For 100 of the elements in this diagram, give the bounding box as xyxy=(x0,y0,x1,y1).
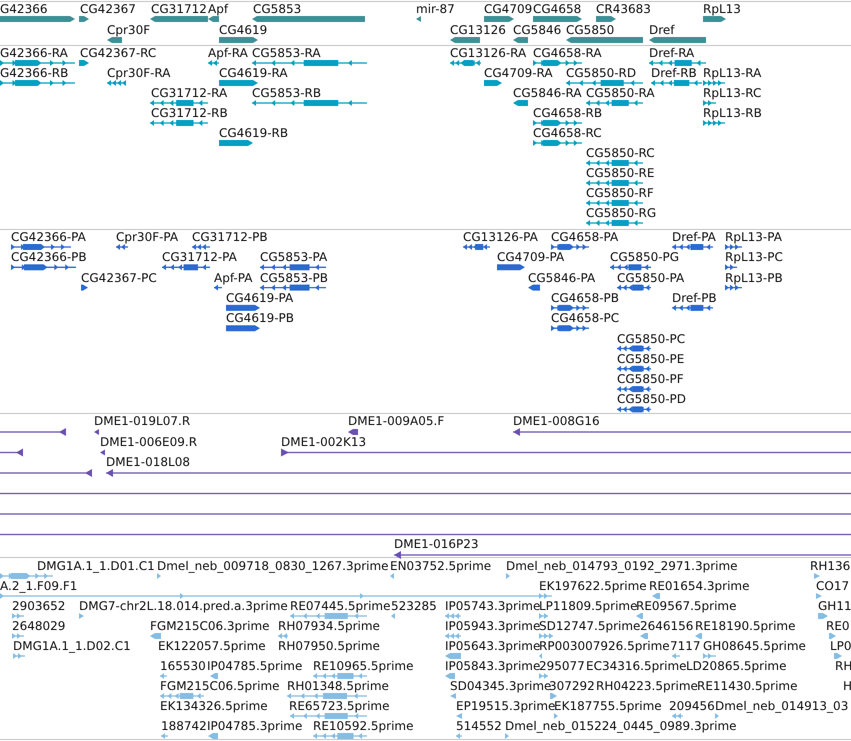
feature-label: EC34316.5prime xyxy=(586,659,687,673)
feature-label: CG42366-PA xyxy=(11,230,86,244)
feature-label: RpL13 xyxy=(703,2,741,16)
feature-label: Dmel_neb_015224_0445_0989.3prime xyxy=(505,719,737,733)
feature-label: EK187755.5prime xyxy=(554,699,662,713)
feature-label: CG5850-PF xyxy=(617,372,684,386)
feature-label: CG5850-RA xyxy=(586,86,655,100)
feature-label: CG42367 xyxy=(80,2,136,16)
feature-label: RpL13-RB xyxy=(703,106,762,120)
feature-label: CG4658-PA xyxy=(551,230,618,244)
feature-label: EK197622.5prime xyxy=(539,579,647,593)
feature-label: CG5850-PE xyxy=(617,352,684,366)
feature-label: G42366 xyxy=(0,2,48,16)
feature-label: Cpr30F-PA xyxy=(116,230,178,244)
feature-label: RE11430.5prime xyxy=(697,679,798,693)
feature-label: Apf-RA xyxy=(208,46,248,60)
feature-label: EK134326.5prime xyxy=(160,699,268,713)
feature-label: LD20865.5prime xyxy=(686,659,787,673)
feature-label: RH136 xyxy=(810,559,850,573)
feature-label: CG31712-PB xyxy=(192,230,268,244)
feature-label: CG31712 xyxy=(151,2,207,16)
feature-label: IP05743.3prime xyxy=(445,599,540,613)
feature-label: DME1-006E09.R xyxy=(100,434,198,448)
feature-label: RpL13-RA xyxy=(703,66,762,80)
feature-label: RE10592.5prime xyxy=(313,719,414,733)
feature-label: Dref-PB xyxy=(672,290,717,305)
feature-label: FGM215C06.3prime xyxy=(150,619,270,633)
feature-label: CO17 xyxy=(816,579,850,593)
feature-label: RE0 xyxy=(826,619,850,633)
feature-label: RH07934.5prime xyxy=(278,619,380,633)
feature-label: CG31712-PA xyxy=(162,250,237,264)
feature-label: CG4619-RB xyxy=(219,126,288,140)
feature-label: IP04785.5prime xyxy=(207,659,302,673)
feature-label: GH08645.5prime xyxy=(703,639,806,653)
feature-label: CG5853-PB xyxy=(260,270,328,285)
feature-label: LP11809.5prime xyxy=(539,599,638,613)
feature-label: CG4658-RC xyxy=(533,126,602,140)
feature-label: Cpr30F xyxy=(107,23,150,37)
feature-label: IP05843.3prime xyxy=(445,659,540,673)
feature-label: IP05943.3prime xyxy=(445,619,540,633)
feature-label: Dref-PA xyxy=(672,230,716,244)
feature-label: CR43683 xyxy=(596,2,651,16)
feature-label: IP05643.3prime xyxy=(445,639,540,653)
feature-label: 188742 xyxy=(161,719,207,733)
feature-label: RP003007926.5prime xyxy=(539,639,670,653)
feature-label: RH04223.5prime xyxy=(596,679,698,693)
feature-label: CG5850 xyxy=(566,23,614,37)
feature-label: DME1-019L07.R xyxy=(94,414,190,428)
feature-label: DME1-016P23 xyxy=(394,537,479,551)
feature-label: SD04345.3prime xyxy=(450,679,552,693)
feature-label: CG5850-RD xyxy=(566,66,636,80)
feature-label: Apf-PA xyxy=(214,270,252,285)
feature-label: RH01348.5prime xyxy=(287,679,389,693)
feature-label: Dmel_neb_014913_03 xyxy=(715,699,848,713)
feature-label: DME1-009A05.F xyxy=(348,414,444,428)
feature-label: DME1-008G16 xyxy=(513,414,600,428)
feature-label: RE65723.5prime xyxy=(289,699,390,713)
feature-label: LP0 xyxy=(830,639,851,653)
feature-label: Dref xyxy=(649,23,675,37)
feature-label: RE01654.3prime xyxy=(649,579,750,593)
feature-label: 2903652 xyxy=(12,599,66,613)
feature-label: EK122057.5prime xyxy=(158,639,266,653)
feature-label: CG13126 xyxy=(450,23,506,37)
feature-label: CG5853-PA xyxy=(260,250,328,264)
feature-label: DME1-002K13 xyxy=(281,434,366,448)
feature-label: CG4658-RA xyxy=(533,46,602,60)
feature-label: A.2_1.F09.F1 xyxy=(0,579,78,593)
feature-label: 2648029 xyxy=(12,619,66,633)
feature-label: Dmel_neb_009718_0830_1267.3prime xyxy=(157,559,389,573)
feature-label: 209456 xyxy=(669,699,715,713)
feature-label: Cpr30F-RA xyxy=(107,66,170,80)
feature-label: EP19515.3prime xyxy=(456,699,556,713)
feature-label: CG5853-RB xyxy=(252,86,322,100)
feature-label: CG42366-PB xyxy=(11,250,87,264)
feature-label: G42366-RA xyxy=(0,46,68,60)
feature-label: Dref-RA xyxy=(649,46,694,60)
feature-label: 2646156 xyxy=(640,619,694,633)
feature-label: CG5846 xyxy=(513,23,562,37)
feature-label: 165530 xyxy=(160,659,206,673)
feature-label: RpL13-PB xyxy=(725,270,783,285)
feature-label: CG4619-RA xyxy=(219,66,288,80)
feature-label: CG4619-PB xyxy=(226,311,294,326)
feature-label: CG4709-RA xyxy=(484,66,553,80)
feature-label: RE07445.5prime xyxy=(290,599,390,613)
feature-label: H xyxy=(843,679,851,693)
feature-label: GH11 xyxy=(818,599,851,613)
feature-label: 307292 xyxy=(549,679,595,693)
feature-label: CG4658-RB xyxy=(533,106,602,120)
feature-label: DMG1A.1_1.D02.C1 xyxy=(13,639,131,653)
feature-label: RpL13-PC xyxy=(725,250,783,264)
feature-label: DME1-018L08 xyxy=(106,455,190,469)
feature-label: CG5850-PG xyxy=(610,250,680,264)
feature-label: IP04785.3prime xyxy=(207,719,302,733)
feature-label: CG42367-PC xyxy=(81,270,157,285)
feature-label: CG13126-PA xyxy=(463,230,538,244)
feature-label: DMG7-chr2L.18.014.pred.a.3prime xyxy=(79,599,288,613)
feature-label: RpL13-PA xyxy=(725,230,782,244)
feature-label: CG13126-RA xyxy=(450,46,526,60)
feature-label: CG5853 xyxy=(253,2,302,16)
feature-label: CG4709-PA xyxy=(497,250,564,264)
